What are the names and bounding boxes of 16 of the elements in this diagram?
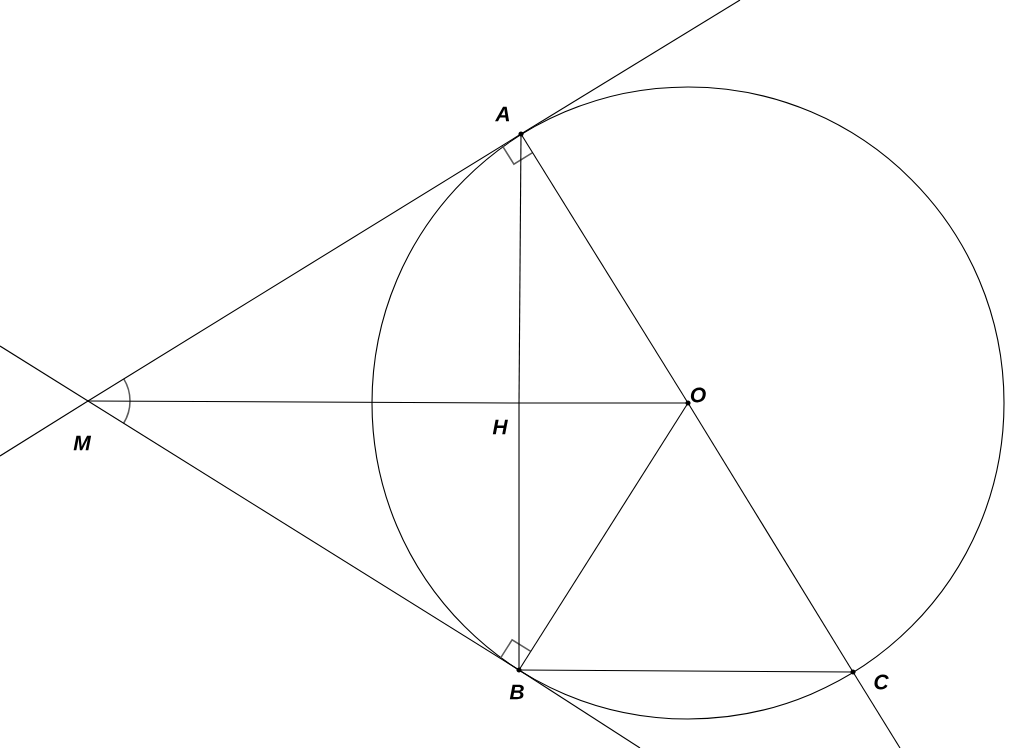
line-segment	[518, 133, 522, 404]
point-label: H	[492, 419, 508, 435]
line-segment	[518, 402, 520, 671]
line-segment	[520, 133, 689, 404]
point-label: A	[495, 106, 510, 122]
line-segment	[518, 669, 854, 673]
line-segment	[518, 402, 689, 404]
line-segment	[687, 402, 854, 673]
point-label: O	[690, 387, 706, 403]
line-segment	[87, 400, 520, 404]
line-segment	[518, 402, 689, 671]
point-label: B	[509, 684, 524, 700]
line-segment	[87, 133, 522, 402]
point-label: M	[73, 435, 92, 451]
line-segment	[87, 400, 520, 671]
point-label: C	[874, 674, 889, 690]
